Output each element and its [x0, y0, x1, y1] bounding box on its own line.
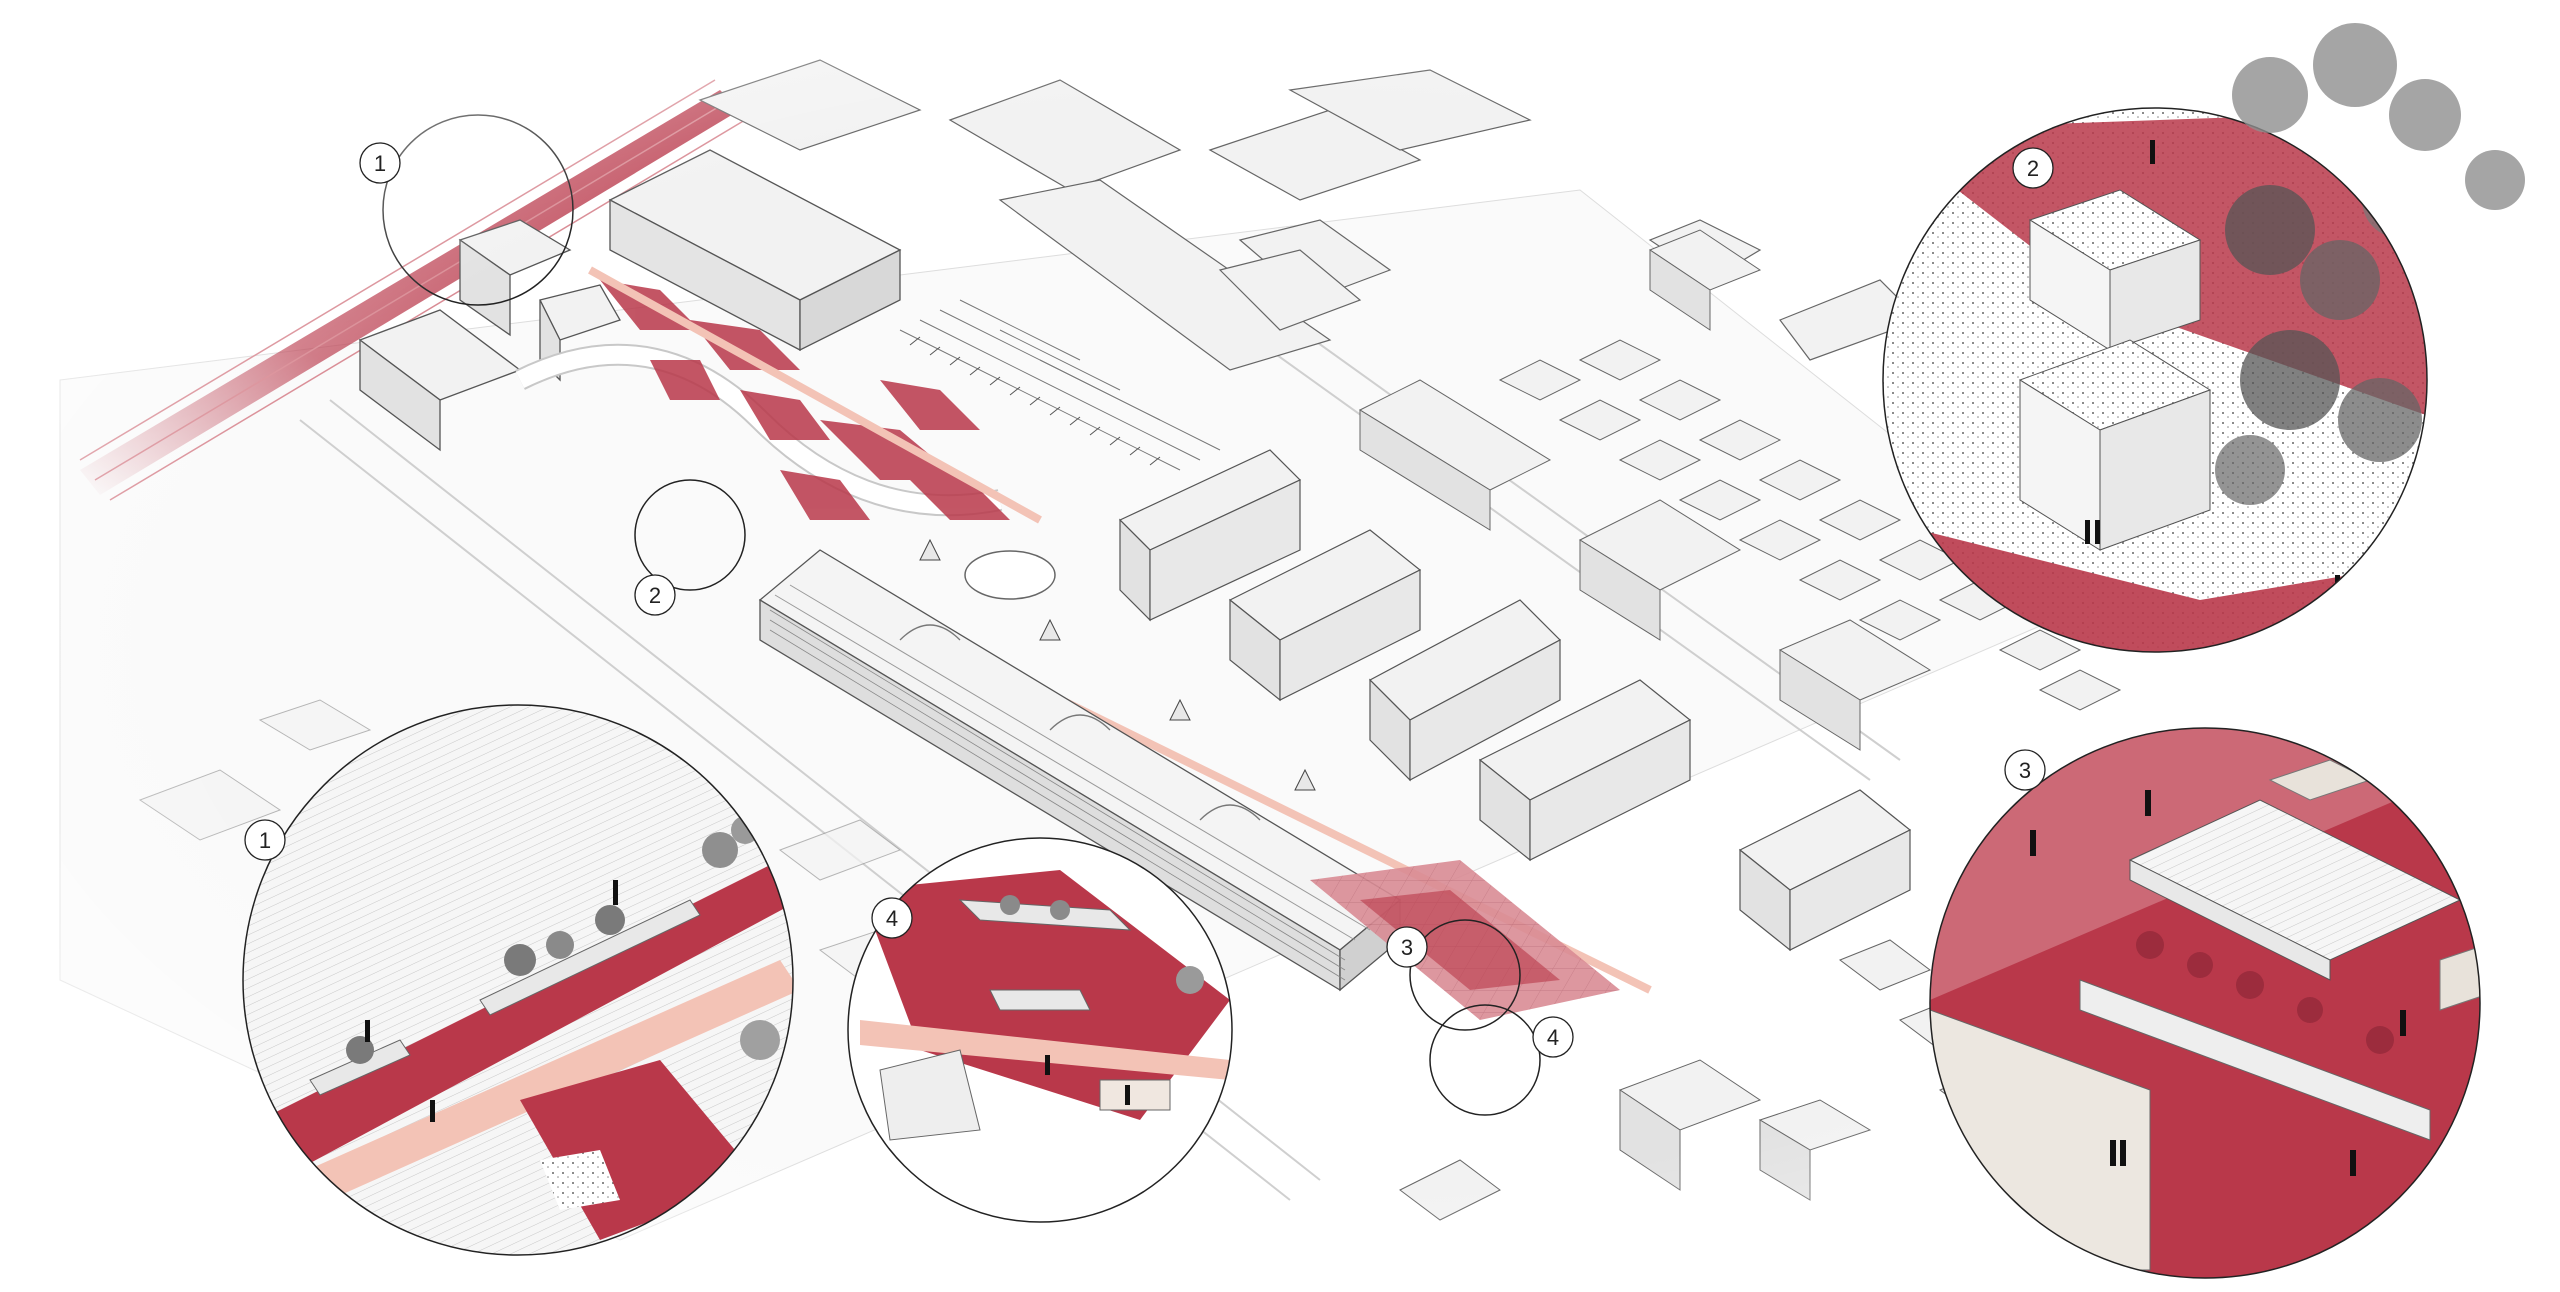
detail-view-3-frame [1929, 727, 2481, 1279]
svg-text:3: 3 [2019, 758, 2031, 783]
tree-canopy-icon [2232, 23, 2525, 210]
callout-badges: 1 2 3 4 1 4 2 3 [244, 142, 2054, 1058]
detail-view-2 [1882, 23, 2525, 653]
badge-plan-1: 1 [359, 142, 401, 184]
badge-detail-3: 3 [2004, 749, 2046, 791]
badge-detail-2: 2 [2012, 147, 2054, 189]
detail-view-2-frame [1882, 107, 2428, 653]
detail-view-4-frame [847, 837, 1233, 1223]
detail-view-3 [1929, 727, 2481, 1279]
svg-text:2: 2 [649, 583, 661, 608]
svg-text:4: 4 [1547, 1025, 1559, 1050]
detail-view-4 [847, 837, 1233, 1223]
svg-text:3: 3 [1401, 935, 1413, 960]
svg-text:1: 1 [374, 151, 386, 176]
badge-detail-4: 4 [871, 897, 913, 939]
badge-plan-3: 3 [1386, 926, 1428, 968]
detail-view-1-frame [242, 704, 794, 1256]
svg-text:1: 1 [259, 828, 271, 853]
svg-text:4: 4 [886, 906, 898, 931]
badge-detail-1: 1 [244, 819, 286, 861]
badge-plan-4: 4 [1532, 1016, 1574, 1058]
svg-text:2: 2 [2027, 156, 2039, 181]
badge-plan-2: 2 [634, 574, 676, 616]
